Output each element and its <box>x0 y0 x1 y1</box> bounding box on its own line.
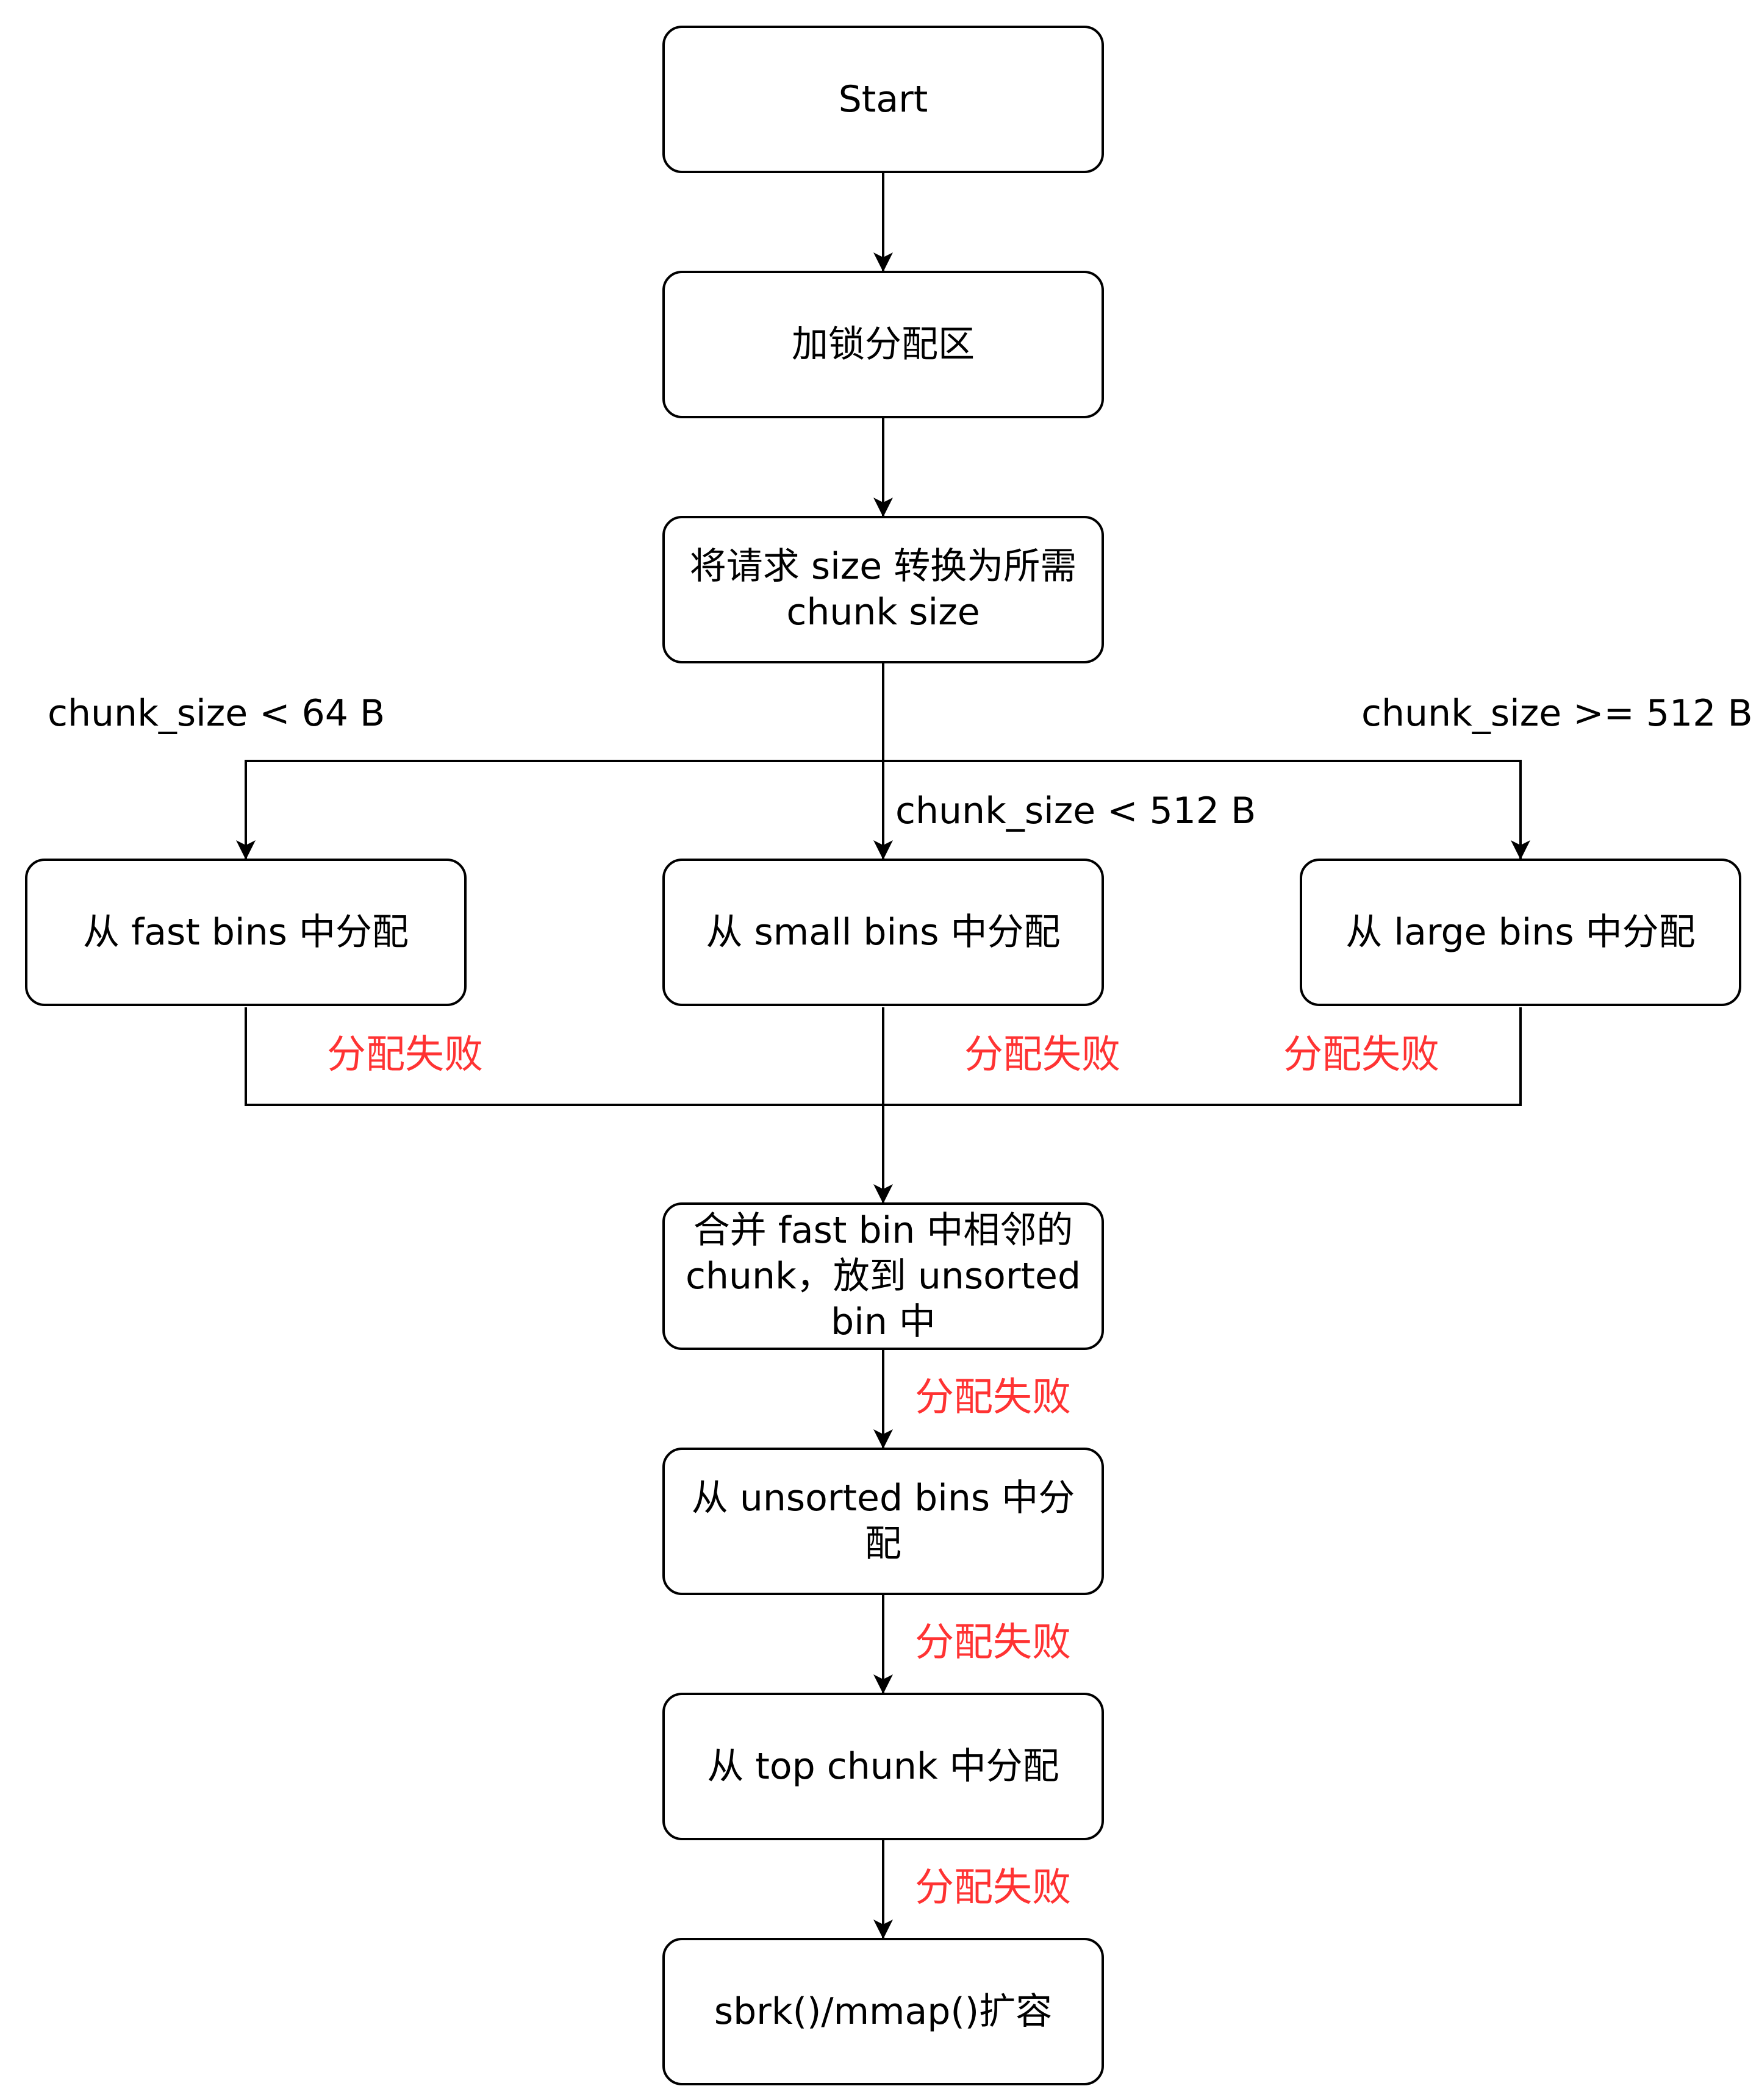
node-top-chunk: 从 top chunk 中分配 <box>662 1693 1104 1840</box>
node-small-bins: 从 small bins 中分配 <box>662 859 1104 1006</box>
failure-label-small: 分配失败 <box>964 1032 1120 1077</box>
node-convert-size: 将请求 size 转换为所需 chunk size <box>662 516 1104 663</box>
failure-label-consolidate: 分配失败 <box>915 1375 1071 1420</box>
failure-label-large: 分配失败 <box>1283 1032 1439 1077</box>
condition-lt-512: chunk_size < 512 B <box>895 790 1256 832</box>
failure-label-fast: 分配失败 <box>327 1032 483 1077</box>
failure-label-unsorted: 分配失败 <box>915 1620 1071 1665</box>
node-lock-arena: 加锁分配区 <box>662 271 1104 418</box>
condition-lt-64: chunk_size < 64 B <box>48 692 385 735</box>
node-unsorted-bins: 从 unsorted bins 中分配 <box>662 1448 1104 1595</box>
condition-ge-512: chunk_size >= 512 B <box>1361 692 1753 735</box>
failure-label-top: 分配失败 <box>915 1865 1071 1910</box>
node-fast-bins: 从 fast bins 中分配 <box>25 859 467 1006</box>
node-start: Start <box>662 26 1104 173</box>
node-consolidate: 合并 fast bin 中相邻的 chunk，放到 unsorted bin 中 <box>662 1202 1104 1350</box>
node-expand: sbrk()/mmap()扩容 <box>662 1938 1104 2085</box>
node-large-bins: 从 large bins 中分配 <box>1300 859 1741 1006</box>
